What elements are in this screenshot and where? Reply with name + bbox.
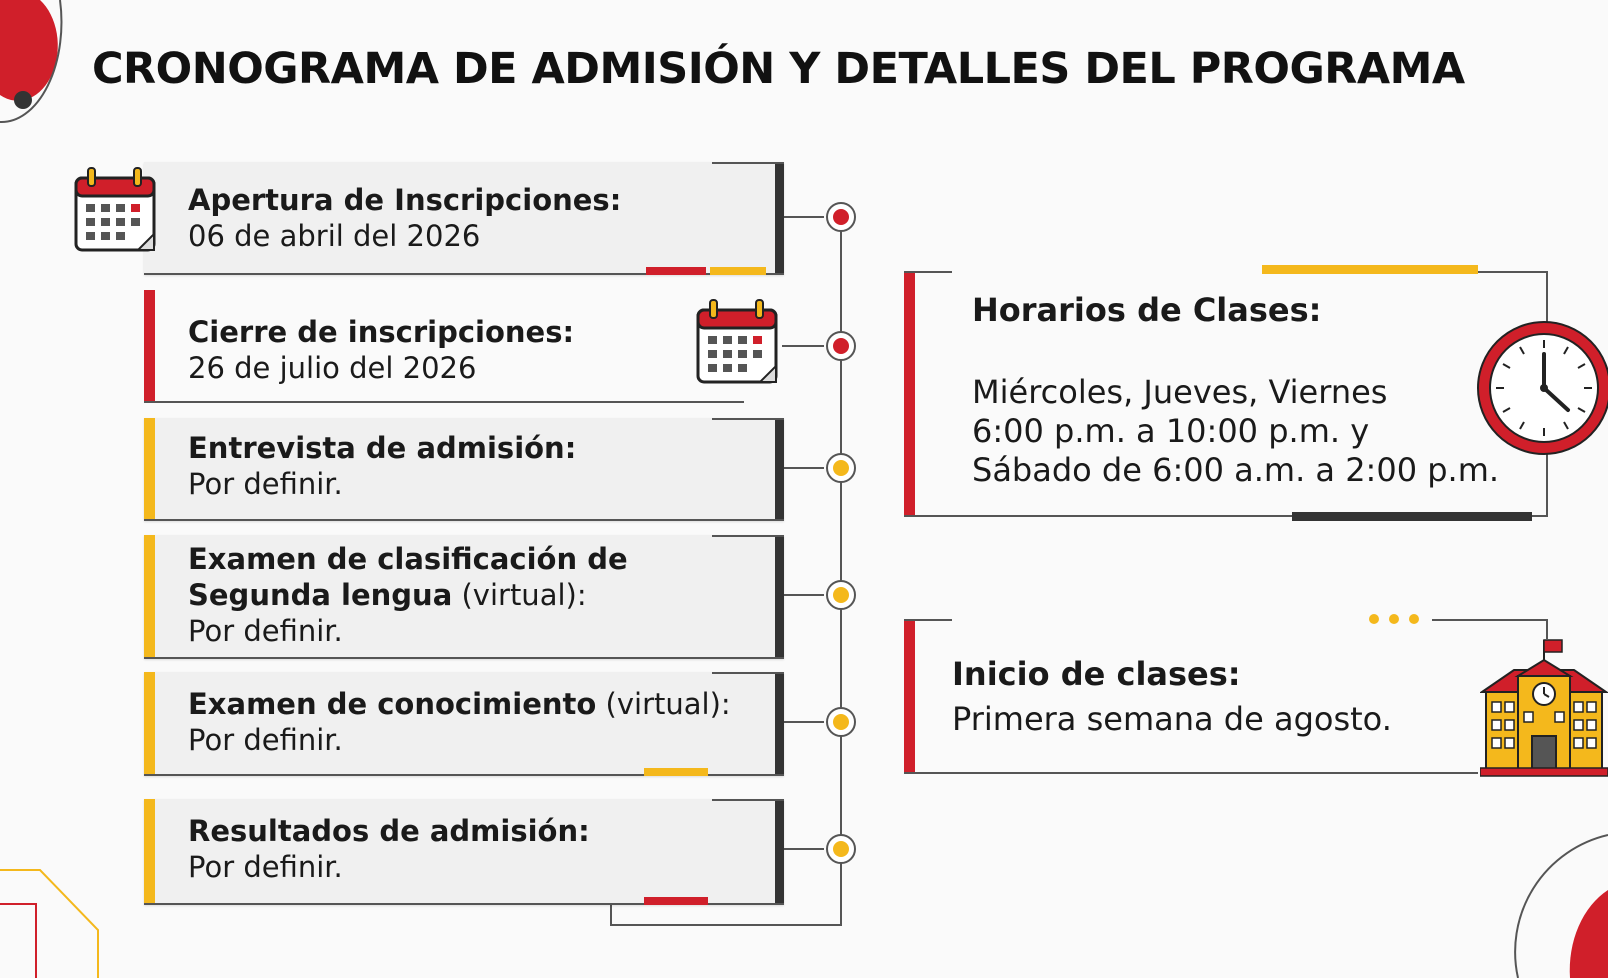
timeline-value: Por definir. — [188, 614, 343, 648]
schedule-line: Sábado de 6:00 a.m. a 2:00 p.m. — [972, 451, 1500, 489]
timeline-label-suffix: (virtual): — [452, 578, 587, 612]
timeline-card-examen-conocimiento: Examen de conocimiento (virtual): Por de… — [144, 672, 784, 776]
corner-decoration-bottom-right — [1514, 834, 1608, 978]
timeline-node — [826, 202, 856, 232]
school-building-icon — [1480, 639, 1608, 777]
timeline-card-apertura: Apertura de Inscripciones: 06 de abril d… — [144, 162, 784, 275]
timeline-label-line2: Segunda lengua — [188, 578, 453, 612]
timeline-card-examen-clasificacion: Examen de clasificación de Segunda lengu… — [144, 535, 784, 659]
timeline-node — [826, 453, 856, 483]
timeline-node — [826, 331, 856, 361]
timeline-label: Resultados de admisión: — [188, 814, 590, 848]
calendar-icon — [74, 167, 156, 252]
timeline-node — [826, 834, 856, 864]
timeline-value: Por definir. — [188, 850, 343, 884]
timeline-label-suffix: (virtual): — [596, 687, 731, 721]
timeline-bottom-connector-stub — [610, 902, 612, 926]
schedule-line: 6:00 p.m. a 10:00 p.m. y — [972, 412, 1370, 450]
page-title: CRONOGRAMA DE ADMISIÓN Y DETALLES DEL PR… — [92, 44, 1465, 94]
schedule-line: Miércoles, Jueves, Viernes — [972, 373, 1388, 411]
timeline-card-entrevista: Entrevista de admisión: Por definir. — [144, 418, 784, 521]
corner-decoration-top-left — [0, 0, 63, 124]
timeline-card-cierre: Cierre de inscripciones: 26 de julio del… — [144, 290, 744, 403]
timeline-label: Apertura de Inscripciones: — [188, 183, 622, 217]
schedule-panel: Horarios de Clases: Miércoles, Jueves, V… — [904, 265, 1548, 521]
timeline-value: 26 de julio del 2026 — [188, 351, 477, 385]
timeline-bottom-connector — [610, 924, 842, 926]
timeline-label: Examen de conocimiento — [188, 687, 597, 721]
timeline-value: 06 de abril del 2026 — [188, 219, 481, 253]
schedule-title: Horarios de Clases: — [972, 291, 1322, 329]
calendar-icon — [696, 299, 778, 384]
corner-decoration-bottom-left — [0, 869, 99, 978]
timeline-line — [840, 216, 842, 926]
timeline-node — [826, 580, 856, 610]
timeline-label: Entrevista de admisión: — [188, 431, 577, 465]
start-value: Primera semana de agosto. — [952, 700, 1392, 738]
timeline-label-line1: Examen de clasificación de — [188, 542, 628, 576]
timeline-node — [826, 707, 856, 737]
clock-icon — [1477, 321, 1608, 455]
start-panel: Inicio de clases: Primera semana de agos… — [904, 614, 1548, 774]
timeline-label: Cierre de inscripciones: — [188, 315, 575, 349]
start-title: Inicio de clases: — [952, 655, 1241, 693]
timeline-card-resultados: Resultados de admisión: Por definir. — [144, 799, 784, 905]
timeline-value: Por definir. — [188, 723, 343, 757]
timeline-value: Por definir. — [188, 467, 343, 501]
